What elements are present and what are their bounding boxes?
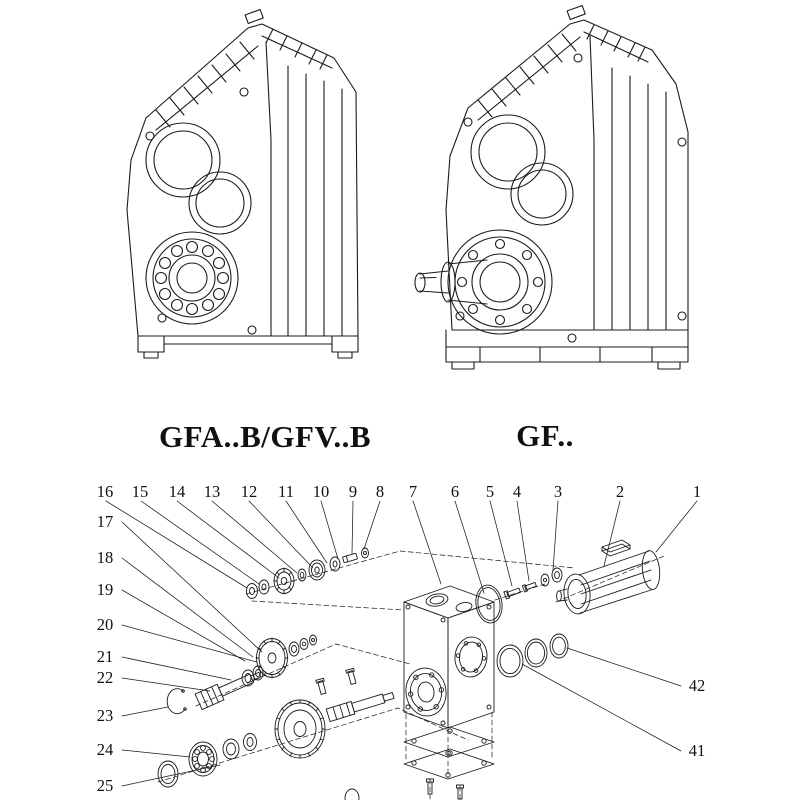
- motor-mounting-parts: [475, 567, 563, 624]
- gear-icon: [255, 637, 289, 679]
- ball-bearing-icon: [188, 741, 218, 777]
- output-shaft-icon: [414, 259, 488, 305]
- oil-plug-icon: [566, 4, 586, 20]
- shim-rings: [496, 633, 569, 678]
- housing-bore-icon: [454, 636, 488, 678]
- motor-shaft-icon: [556, 590, 562, 602]
- bolt-icon: [521, 581, 537, 593]
- cover-bolt-icon: [456, 784, 464, 800]
- callout-5: 5: [485, 481, 495, 501]
- oil-seal-icon: [475, 584, 503, 624]
- bearing-face-icon: [145, 231, 239, 325]
- model-label-left: GFA..B/GFV..B: [158, 419, 372, 454]
- mounting-gaskets: [403, 726, 495, 800]
- gearbox-housing: [403, 585, 495, 729]
- callout-11: 11: [278, 481, 294, 501]
- callout-7: 7: [408, 481, 418, 501]
- callout-25: 25: [96, 775, 114, 795]
- callout-9: 9: [348, 481, 358, 501]
- callout-20: 20: [96, 614, 114, 634]
- stud-bolt-icon: [345, 667, 357, 685]
- callout-22: 22: [96, 667, 114, 687]
- key-icon: [342, 552, 358, 564]
- stud-bolt-icon: [315, 677, 327, 695]
- callout-14: 14: [168, 481, 186, 501]
- large-gear-icon: [274, 699, 326, 759]
- callout-13: 13: [203, 481, 221, 501]
- small-gear-icon: [273, 567, 295, 595]
- callout-23: 23: [96, 705, 114, 725]
- input-shaft-parts: [246, 547, 369, 599]
- callout-2: 2: [615, 481, 625, 501]
- callout-16: 16: [96, 481, 114, 501]
- bolt-icon: [503, 587, 521, 600]
- output-flange-icon: [447, 229, 553, 335]
- callout-15: 15: [131, 481, 149, 501]
- callout-41: 41: [688, 740, 706, 760]
- callout-6: 6: [450, 481, 460, 501]
- callout-3: 3: [553, 481, 563, 501]
- model-label-right: GF..: [516, 418, 574, 453]
- exploded-parts-diagram: [105, 500, 698, 800]
- alignment-axes: [157, 550, 665, 800]
- fan-cover-icon: [641, 550, 661, 590]
- gearbox-drawing-left: [126, 8, 359, 359]
- intermediate-shaft-parts: [166, 634, 317, 715]
- housing-flange-icon: [405, 667, 447, 717]
- callout-17: 17: [96, 511, 114, 531]
- leader-lines: [105, 500, 698, 787]
- callout-4: 4: [512, 481, 522, 501]
- oil-plug-icon: [244, 8, 264, 24]
- hollow-shaft-icon: [325, 692, 395, 722]
- callout-12: 12: [240, 481, 258, 501]
- callout-18: 18: [96, 547, 114, 567]
- callout-1: 1: [692, 481, 702, 501]
- circlip-icon: [166, 688, 186, 715]
- gearbox-drawing-right: [414, 4, 689, 370]
- output-shaft-parts: [157, 667, 395, 800]
- callout-10: 10: [312, 481, 330, 501]
- cover-bolt-icon: [426, 778, 434, 795]
- callout-24: 24: [96, 739, 114, 759]
- callout-8: 8: [375, 481, 385, 501]
- callout-21: 21: [96, 646, 114, 666]
- pinion-shaft-icon: [194, 671, 262, 711]
- callout-19: 19: [96, 579, 114, 599]
- motor: [556, 539, 661, 615]
- callout-42: 42: [688, 675, 706, 695]
